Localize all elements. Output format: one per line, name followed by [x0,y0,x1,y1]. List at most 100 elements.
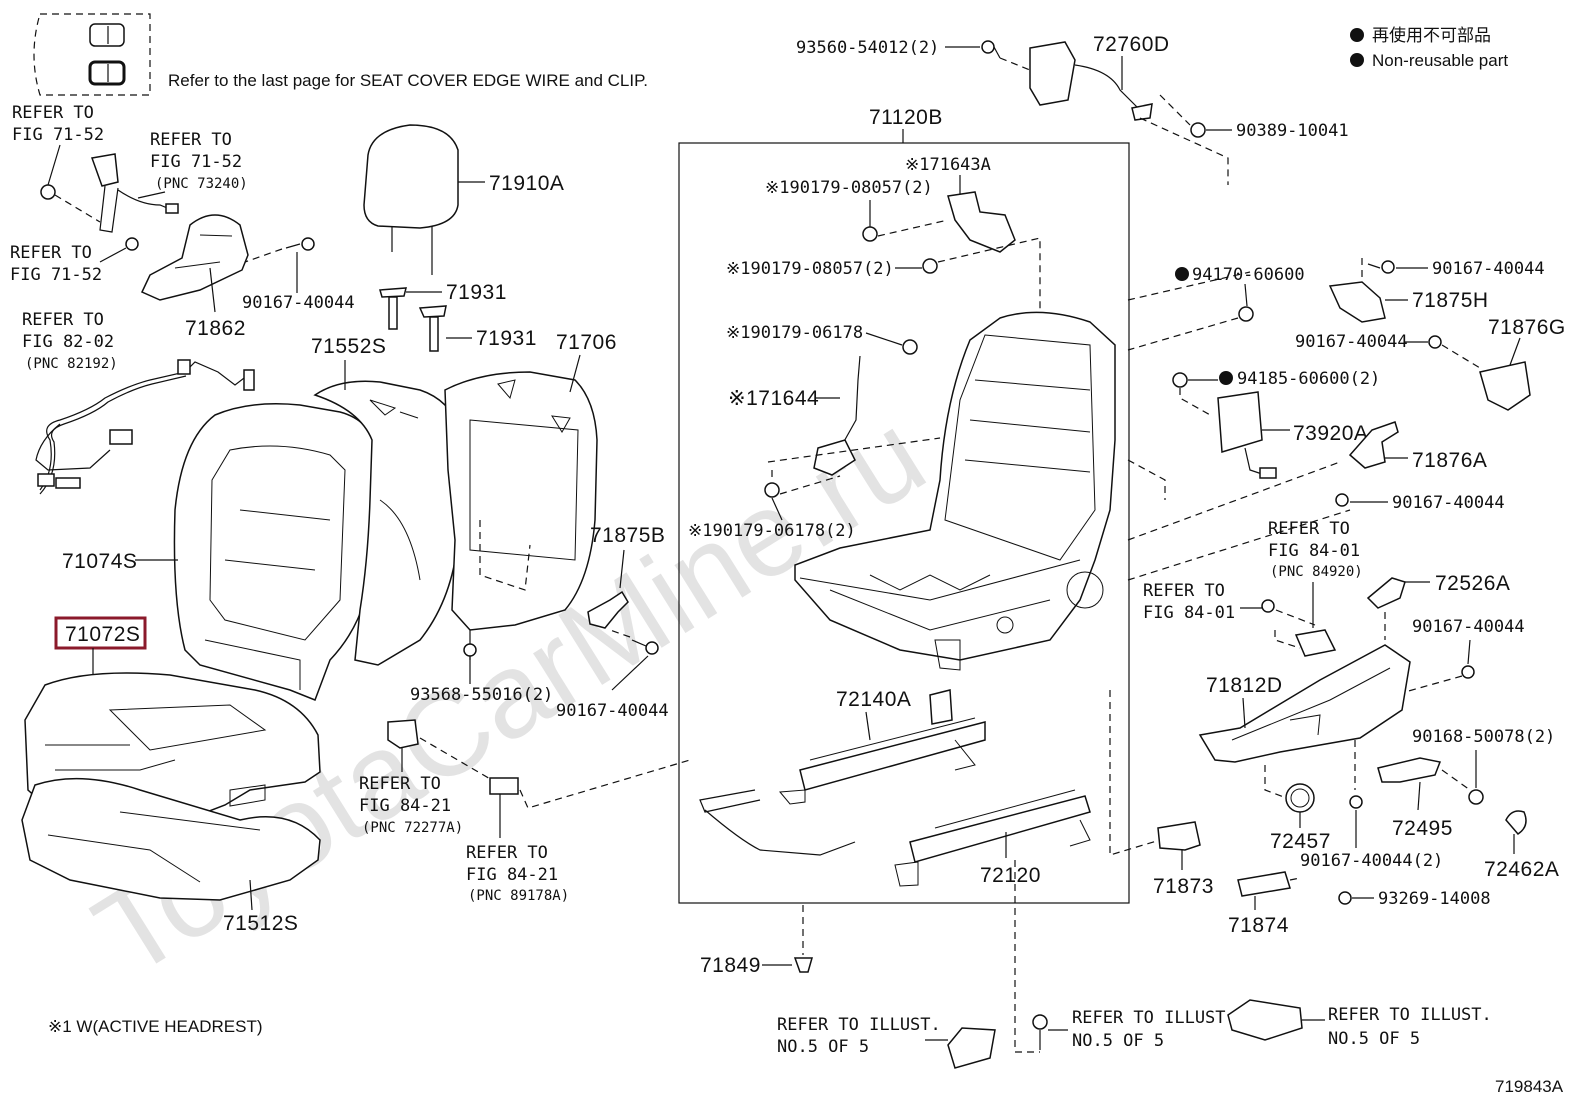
refer-fig-84-01[interactable]: FIG 84-01 [1143,603,1235,623]
part-label[interactable]: 71849 [700,954,761,977]
part-label[interactable]: 90167-40044 [556,701,669,721]
part-label[interactable]: 71873 [1153,875,1214,898]
part-label[interactable]: 93269-14008 [1378,889,1491,909]
part-label[interactable]: 71874 [1228,914,1289,937]
part-label[interactable]: ※190179-08057(2) [765,178,933,198]
part-label[interactable]: 71910A [489,172,564,195]
track-72120-part [894,789,1091,887]
clip-closed-icon [88,60,126,86]
cover-part [1227,999,1303,1041]
refer-pnc: (PNC 82192) [25,356,118,372]
part-label[interactable]: 72526A [1435,572,1510,595]
airbag-73920A-part [1217,391,1277,479]
bolt-icon [1461,665,1475,679]
refer-fig-84-01[interactable]: FIG 84-01 [1268,541,1360,561]
refer-illust-5[interactable]: NO.5 OF 5 [1072,1031,1164,1051]
part-label[interactable]: ※190179-06178(2) [688,521,856,541]
part-label[interactable]: 72760D [1093,33,1170,56]
part-label[interactable]: 90167-40044(2) [1300,851,1443,871]
part-label[interactable]: 72462A [1484,858,1559,881]
part-label[interactable]: 90167-40044 [1412,617,1525,637]
refer-pnc: (PNC 72277A) [362,820,463,836]
clip-icon [793,957,813,973]
refer-fig-71-52[interactable]: FIG 71-52 [12,125,104,145]
part-label[interactable]: 90167-40044 [1295,332,1408,352]
part-label[interactable]: 71875H [1412,289,1489,312]
part-label[interactable]: 94185-60600(2) [1237,369,1380,389]
refer-illust-5[interactable]: NO.5 OF 5 [1328,1029,1420,1049]
part-label[interactable]: 73920A [1293,422,1368,445]
connector-part [489,777,519,795]
part-label[interactable]: 71074S [62,550,137,573]
bolt-icon [1428,335,1442,349]
clip-open-icon [89,23,125,47]
part-label[interactable]: 71862 [185,317,246,340]
refer-label: REFER TO [1143,581,1225,601]
headrest-support-part [418,305,447,352]
refer-fig-84-21[interactable]: FIG 84-21 [466,865,558,885]
refer-label: REFER TO ILLUST. [777,1015,941,1035]
part-label[interactable]: 71120B [869,106,943,129]
part-label[interactable]: 71931 [446,281,507,304]
part-label[interactable]: 72120 [980,864,1041,887]
part-label[interactable]: 90389-10041 [1236,121,1349,141]
part-label[interactable]: ※171644 [728,387,819,410]
refer-fig-71-52[interactable]: FIG 71-52 [10,265,102,285]
bolt-icon [631,639,659,655]
part-label[interactable]: 72495 [1392,817,1453,840]
refer-fig-71-52[interactable]: FIG 71-52 [150,152,242,172]
lever-72495-part [1377,757,1442,783]
nut-icon [862,226,878,242]
part-label[interactable]: 72140A [836,688,911,711]
refer-pnc: (PNC 89178A) [468,888,569,904]
seatback-pad-part [313,380,461,666]
part-label[interactable]: 94170-60600 [1192,265,1305,285]
switch-part [1294,629,1337,657]
refer-fig-82-02[interactable]: FIG 82-02 [22,332,114,352]
bolt-icon [1335,493,1349,507]
headrest-support-part [379,287,407,330]
highlight-box [54,616,147,650]
part-label[interactable]: 71512S [223,912,298,935]
part-label[interactable]: 90167-40044 [242,293,355,313]
part-label[interactable]: 90168-50078(2) [1412,727,1555,747]
part-label[interactable]: 93560-54012(2) [796,38,939,58]
bolt-icon [1261,599,1275,613]
figure-id: 719843A [1495,1077,1564,1096]
refer-label: REFER TO ILLUST. [1072,1008,1236,1028]
knob-72526A-part [1366,577,1406,609]
part-label[interactable]: 71552S [311,335,386,358]
refer-note: Refer to the last page for SEAT COVER ED… [168,71,648,90]
part-label[interactable]: 71875B [590,524,665,547]
part-label[interactable]: ※190179-06178 [726,323,863,343]
clip-legend [33,13,151,96]
part-label[interactable]: ※171643A [905,155,991,175]
part-label-71072S[interactable]: 71072S [65,623,140,646]
side-shield-71812D-part [1198,644,1411,763]
cover-71875H-part [1328,281,1386,323]
part-label[interactable]: 71876A [1412,449,1487,472]
cover-71876G-part [1479,361,1531,411]
refer-illust-5[interactable]: NO.5 OF 5 [777,1037,869,1057]
nut-icon [1190,122,1206,138]
bolt-icon [285,237,315,251]
shield-71862-part [140,214,249,301]
part-label[interactable]: 71876G [1488,316,1566,339]
part-label[interactable]: 90167-40044 [1392,493,1505,513]
bracket-71875B-part [587,590,629,629]
bolt-icon [1338,891,1352,905]
bracket-71874-part [1237,871,1291,897]
part-label[interactable]: 71706 [556,331,617,354]
part-label[interactable]: 71812D [1206,674,1283,697]
part-label[interactable]: ※190179-08057(2) [726,259,894,279]
part-label[interactable]: 90167-40044 [1432,259,1545,279]
seatback-board-part [444,371,598,631]
bolt-icon [1349,795,1363,809]
part-label[interactable]: 72457 [1270,830,1331,853]
part-label[interactable]: 93568-55016(2) [410,685,553,705]
refer-fig-84-21[interactable]: FIG 84-21 [359,796,451,816]
part-label[interactable]: 71931 [476,327,537,350]
nonreusable-bullet-icon [1219,371,1233,385]
